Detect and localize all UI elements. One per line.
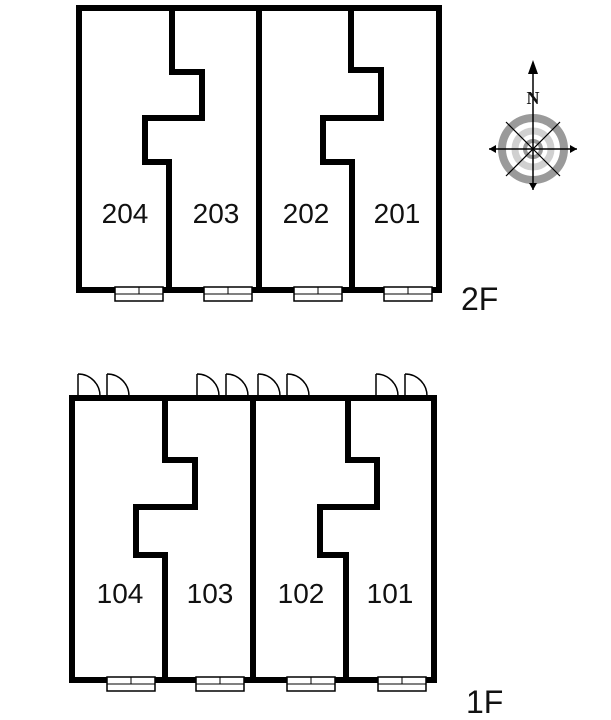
- floor-1f: 104 103 102 101 1F: [69, 373, 503, 720]
- unit-label-201: 201: [374, 198, 421, 229]
- partition-wall: [320, 8, 384, 290]
- unit-label-202: 202: [283, 198, 330, 229]
- compass-rose-icon: N: [489, 60, 577, 190]
- unit-label-104: 104: [97, 578, 144, 609]
- window: [114, 286, 164, 302]
- partition-wall: [317, 398, 380, 680]
- door-icon: [257, 373, 281, 397]
- floor-label-1f: 1F: [466, 684, 503, 720]
- floor-label-2f: 2F: [461, 281, 498, 317]
- unit-label-204: 204: [102, 198, 149, 229]
- door-icon: [286, 373, 310, 397]
- window: [195, 676, 245, 692]
- partition-wall: [133, 398, 198, 680]
- unit-label-103: 103: [187, 578, 234, 609]
- unit-label-101: 101: [367, 578, 414, 609]
- window: [383, 286, 433, 302]
- door-icon: [196, 373, 220, 397]
- floor-2f: 204 203 202 201 2F: [76, 5, 498, 317]
- door-icon: [375, 373, 399, 397]
- window: [286, 676, 336, 692]
- door-icon: [404, 373, 428, 397]
- door-icon: [106, 373, 130, 397]
- window: [203, 286, 253, 302]
- window: [377, 676, 427, 692]
- door-icon: [225, 373, 249, 397]
- unit-label-102: 102: [278, 578, 325, 609]
- window: [106, 676, 156, 692]
- compass-north-label: N: [527, 88, 540, 108]
- unit-label-203: 203: [193, 198, 240, 229]
- door-icon: [77, 373, 101, 397]
- partition-wall: [142, 8, 205, 290]
- window: [293, 286, 343, 302]
